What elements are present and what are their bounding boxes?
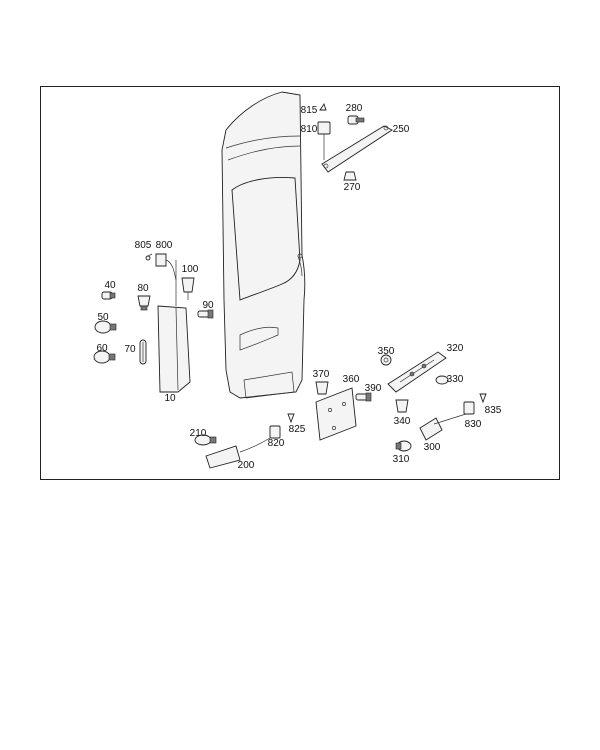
label-90: 90 [202, 300, 214, 311]
label-280: 280 [346, 103, 363, 114]
label-810: 810 [301, 124, 318, 135]
lamp-200 [205, 437, 271, 469]
label-200: 200 [238, 460, 255, 471]
pin-815 [319, 102, 327, 111]
connector-820 [269, 425, 281, 439]
brake-light-250 [321, 125, 393, 173]
bulb-50 [94, 320, 117, 334]
label-825: 825 [289, 424, 306, 435]
pin-825 [287, 413, 295, 424]
label-800: 800 [156, 240, 173, 251]
plate-panel-360 [315, 387, 357, 441]
label-350: 350 [378, 346, 395, 357]
label-80: 80 [137, 283, 149, 294]
label-300: 300 [424, 442, 441, 453]
label-60: 60 [96, 343, 108, 354]
switch-300 [419, 413, 467, 441]
bulb-40 [101, 291, 116, 300]
nut-270 [343, 171, 357, 181]
label-70: 70 [124, 344, 136, 355]
socket-370 [315, 381, 329, 395]
label-50: 50 [97, 312, 109, 323]
tail-light-10 [157, 260, 191, 393]
bulb-210 [194, 434, 217, 446]
bulb-60 [93, 350, 116, 364]
label-330: 330 [447, 374, 464, 385]
label-820: 820 [268, 438, 285, 449]
label-340: 340 [394, 416, 411, 427]
pin-805 [145, 253, 153, 261]
label-210: 210 [190, 428, 207, 439]
label-10: 10 [164, 393, 176, 404]
socket-80 [137, 295, 151, 311]
label-320: 320 [447, 343, 464, 354]
label-310: 310 [393, 454, 410, 465]
clip-100 [181, 277, 195, 300]
screw-390 [355, 392, 372, 402]
label-835: 835 [485, 405, 502, 416]
connector-810 [317, 121, 331, 160]
label-40: 40 [104, 280, 116, 291]
cap-330 [435, 375, 449, 385]
pin-835 [479, 393, 487, 404]
label-270: 270 [344, 182, 361, 193]
screw-280 [347, 115, 365, 125]
label-370: 370 [313, 369, 330, 380]
label-830: 830 [465, 419, 482, 430]
label-805: 805 [135, 240, 152, 251]
bulb-70 [139, 339, 147, 365]
handle-320 [387, 351, 447, 393]
bulb-340 [395, 399, 409, 413]
connector-800 [155, 253, 177, 281]
screw-90 [197, 309, 214, 319]
grommet-350 [380, 354, 392, 366]
label-250: 250 [393, 124, 410, 135]
label-390: 390 [365, 383, 382, 394]
rear-door [221, 91, 306, 399]
label-815: 815 [301, 105, 318, 116]
bulb-310 [395, 440, 412, 452]
label-360: 360 [343, 374, 360, 385]
connector-830 [463, 401, 475, 415]
label-100: 100 [182, 264, 199, 275]
